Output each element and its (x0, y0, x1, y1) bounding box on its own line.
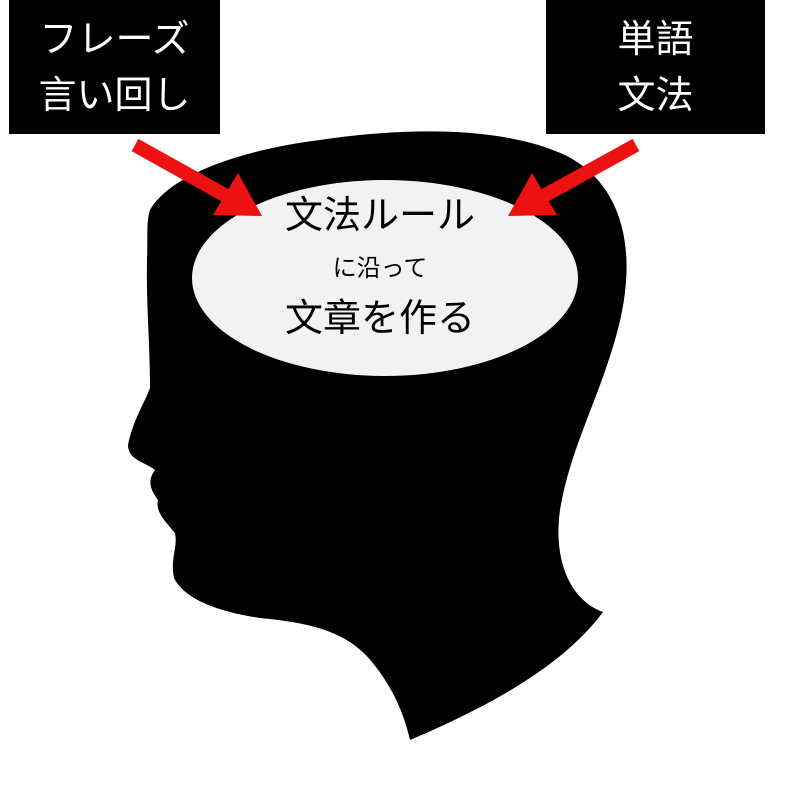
vocab-grammar-box: 単語 文法 (546, 0, 765, 134)
vocab-label-line2: 文法 (617, 73, 694, 117)
phrases-label-line2: 言い回し (38, 73, 191, 117)
phrases-label-line1: フレーズ (39, 17, 190, 61)
thought-bubble (192, 180, 578, 376)
bubble-text-line3: 文章を作る (284, 296, 475, 340)
bubble-text-line2: に沿って (332, 254, 428, 282)
bubble-text-line1: 文法ルール (284, 193, 475, 237)
phrases-box: フレーズ 言い回し (9, 0, 220, 134)
vocab-label-line1: 単語 (617, 17, 694, 61)
arrow-right-head (508, 173, 557, 216)
arrow-left-shaft (131, 138, 234, 205)
arrow-right-shaft (536, 138, 640, 205)
arrow-left-head (213, 173, 262, 216)
